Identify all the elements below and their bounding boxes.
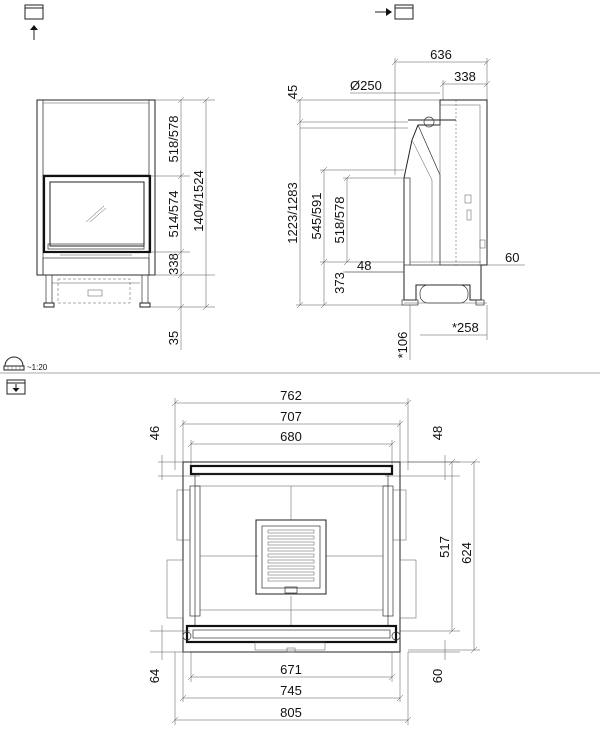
plan-dim-bottom-right: 60 — [430, 669, 445, 683]
front-view: 518/578 514/574 338 35 1404/1524 — [36, 96, 215, 350]
side-dim-mid-outer: 545/591 — [309, 193, 324, 240]
plan-dim-bottom-outer: 805 — [280, 705, 302, 720]
side-dim-width: 636 — [430, 47, 452, 62]
side-dim-top-offset: 45 — [285, 85, 300, 99]
side-dim-low: 373 — [332, 272, 347, 294]
side-dim-inset: 48 — [357, 258, 371, 273]
side-dim-top-partial: 338 — [454, 69, 476, 84]
plan-dim-width-inner: 680 — [280, 429, 302, 444]
plan-dim-depth-inner: 517 — [437, 536, 452, 558]
front-dim-door: 514/574 — [166, 191, 181, 238]
front-dim-foot: 35 — [166, 331, 181, 345]
plan-dim-depth-outer: 624 — [459, 542, 474, 564]
side-dim-outer-height: 1223/1283 — [285, 182, 300, 243]
front-view-icon — [24, 4, 44, 40]
grate-slots — [267, 529, 315, 582]
side-dim-mid-inner: 518/578 — [332, 197, 347, 244]
scale-label: ~1:20 — [27, 363, 48, 372]
plan-dim-bottom-mid: 745 — [280, 683, 302, 698]
plan-dim-bottom-inner: 671 — [280, 662, 302, 677]
side-view: 636 338 Ø250 — [285, 47, 525, 360]
side-dim-flue: Ø250 — [350, 78, 382, 93]
scale-ruler-icon: ~1:20 — [3, 356, 48, 372]
side-dim-right-depth: 60 — [505, 250, 519, 265]
plan-dim-top-right: 48 — [430, 426, 445, 440]
side-dim-foot-star: *258 — [452, 320, 479, 335]
plan-view-icon — [6, 379, 26, 395]
front-dim-upper: 518/578 — [166, 116, 181, 163]
front-dim-base: 338 — [166, 253, 181, 275]
plan-view: 762 707 680 46 48 517 624 — [147, 388, 480, 725]
plan-dim-width-mid: 707 — [280, 409, 302, 424]
side-dim-base-star: *106 — [395, 332, 410, 359]
plan-dim-bottom-left: 64 — [147, 669, 162, 683]
plan-dim-width-outer: 762 — [280, 388, 302, 403]
side-view-icon — [375, 4, 414, 20]
plan-dim-top-left: 46 — [147, 426, 162, 440]
front-dim-overall: 1404/1524 — [191, 170, 206, 231]
